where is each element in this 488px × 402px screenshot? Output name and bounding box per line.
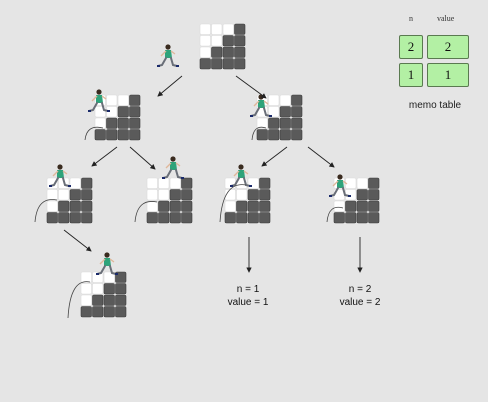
memo-cell-value-row1: 2 xyxy=(427,35,469,59)
edge-root-right xyxy=(235,75,267,99)
result-label-2: n = 2 value = 2 xyxy=(330,283,390,309)
stair-ll xyxy=(46,177,93,224)
runner-l1 xyxy=(88,89,110,112)
result-2-value: value = 2 xyxy=(339,297,381,308)
jump-arrow-ll xyxy=(34,199,58,223)
memo-cell-value-row2: 1 xyxy=(427,63,469,87)
runner-ll xyxy=(49,164,71,187)
edge-ll-down xyxy=(63,229,92,252)
runner-lll xyxy=(96,252,118,275)
stair-lr xyxy=(146,177,193,224)
runner-root xyxy=(157,44,179,67)
result-2-n: n = 2 xyxy=(348,284,372,295)
jump-arrow-r1 xyxy=(251,126,267,141)
stair-root xyxy=(199,23,246,70)
memo-table-caption: memo table xyxy=(408,100,462,111)
result-label-1: n = 1 value = 1 xyxy=(218,283,278,309)
stair-l1 xyxy=(94,94,141,141)
edge-l1-right xyxy=(129,146,156,170)
runner-rl xyxy=(230,164,252,187)
memo-header-value: value xyxy=(437,14,455,23)
stair-r1 xyxy=(256,94,303,141)
jump-arrow-lr xyxy=(134,201,158,223)
jump-arrow-rl xyxy=(219,184,247,223)
runner-r1 xyxy=(250,94,272,117)
edge-root-left xyxy=(157,75,183,97)
memo-header-n: n xyxy=(409,14,413,23)
edge-r1-left xyxy=(261,146,288,167)
result-1-n: n = 1 xyxy=(236,284,260,295)
runner-rr xyxy=(329,174,351,197)
edge-r1-right xyxy=(307,146,335,168)
jump-arrow-rr xyxy=(326,206,344,223)
jump-arrow-l1 xyxy=(84,126,104,141)
result-1-value: value = 1 xyxy=(227,297,269,308)
jump-arrow-lll xyxy=(67,281,91,319)
memo-cell-n-row1: 2 xyxy=(399,35,423,59)
runner-lr xyxy=(162,156,184,179)
memo-cell-n-row2: 1 xyxy=(399,63,423,87)
edge-l1-left xyxy=(91,146,118,167)
stair-lll xyxy=(80,271,127,318)
